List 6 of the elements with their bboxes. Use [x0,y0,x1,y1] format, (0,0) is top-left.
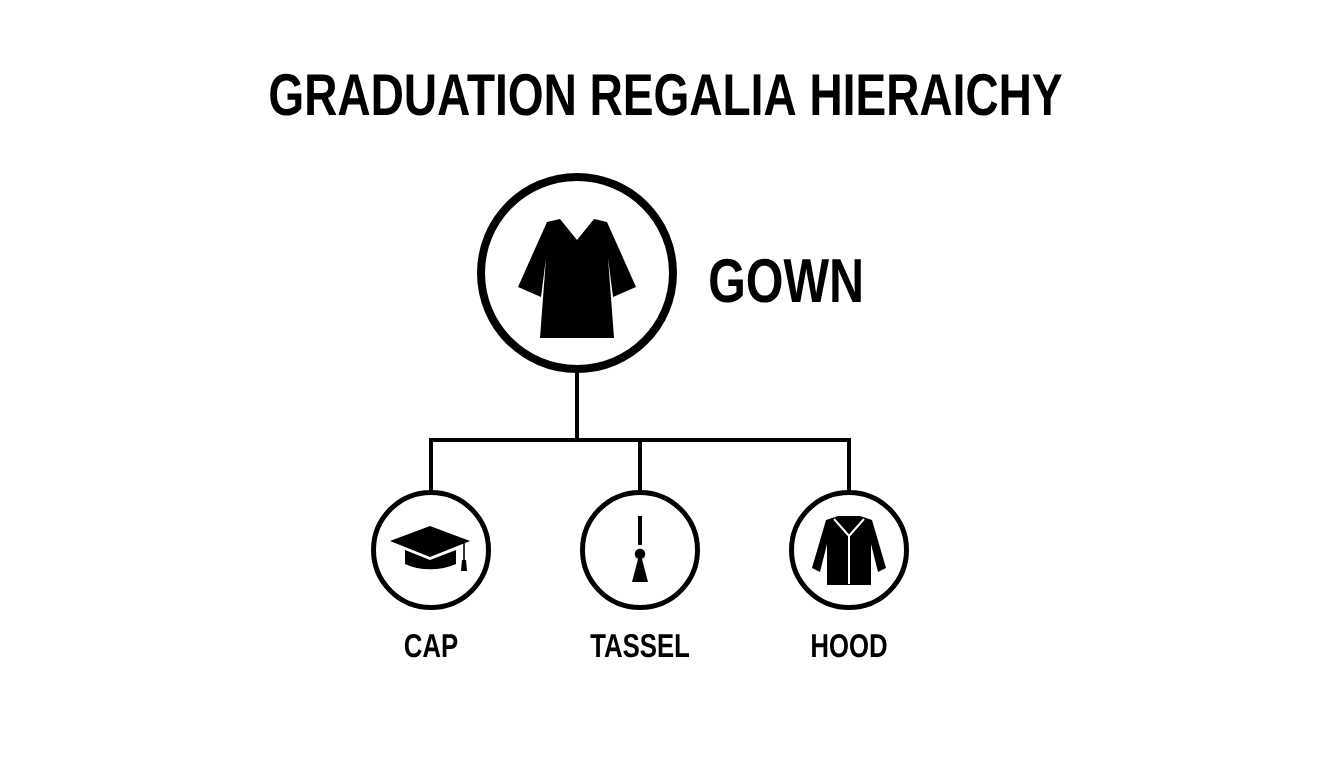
title: GRADUATION REGALIA HIERAICHY [270,73,1062,116]
node-label: GOWN [710,258,861,303]
node-label: TASSEL [590,633,690,658]
connector-line [575,373,851,490]
node-label: CAP [404,633,458,658]
node-label: HOOD [812,633,887,658]
